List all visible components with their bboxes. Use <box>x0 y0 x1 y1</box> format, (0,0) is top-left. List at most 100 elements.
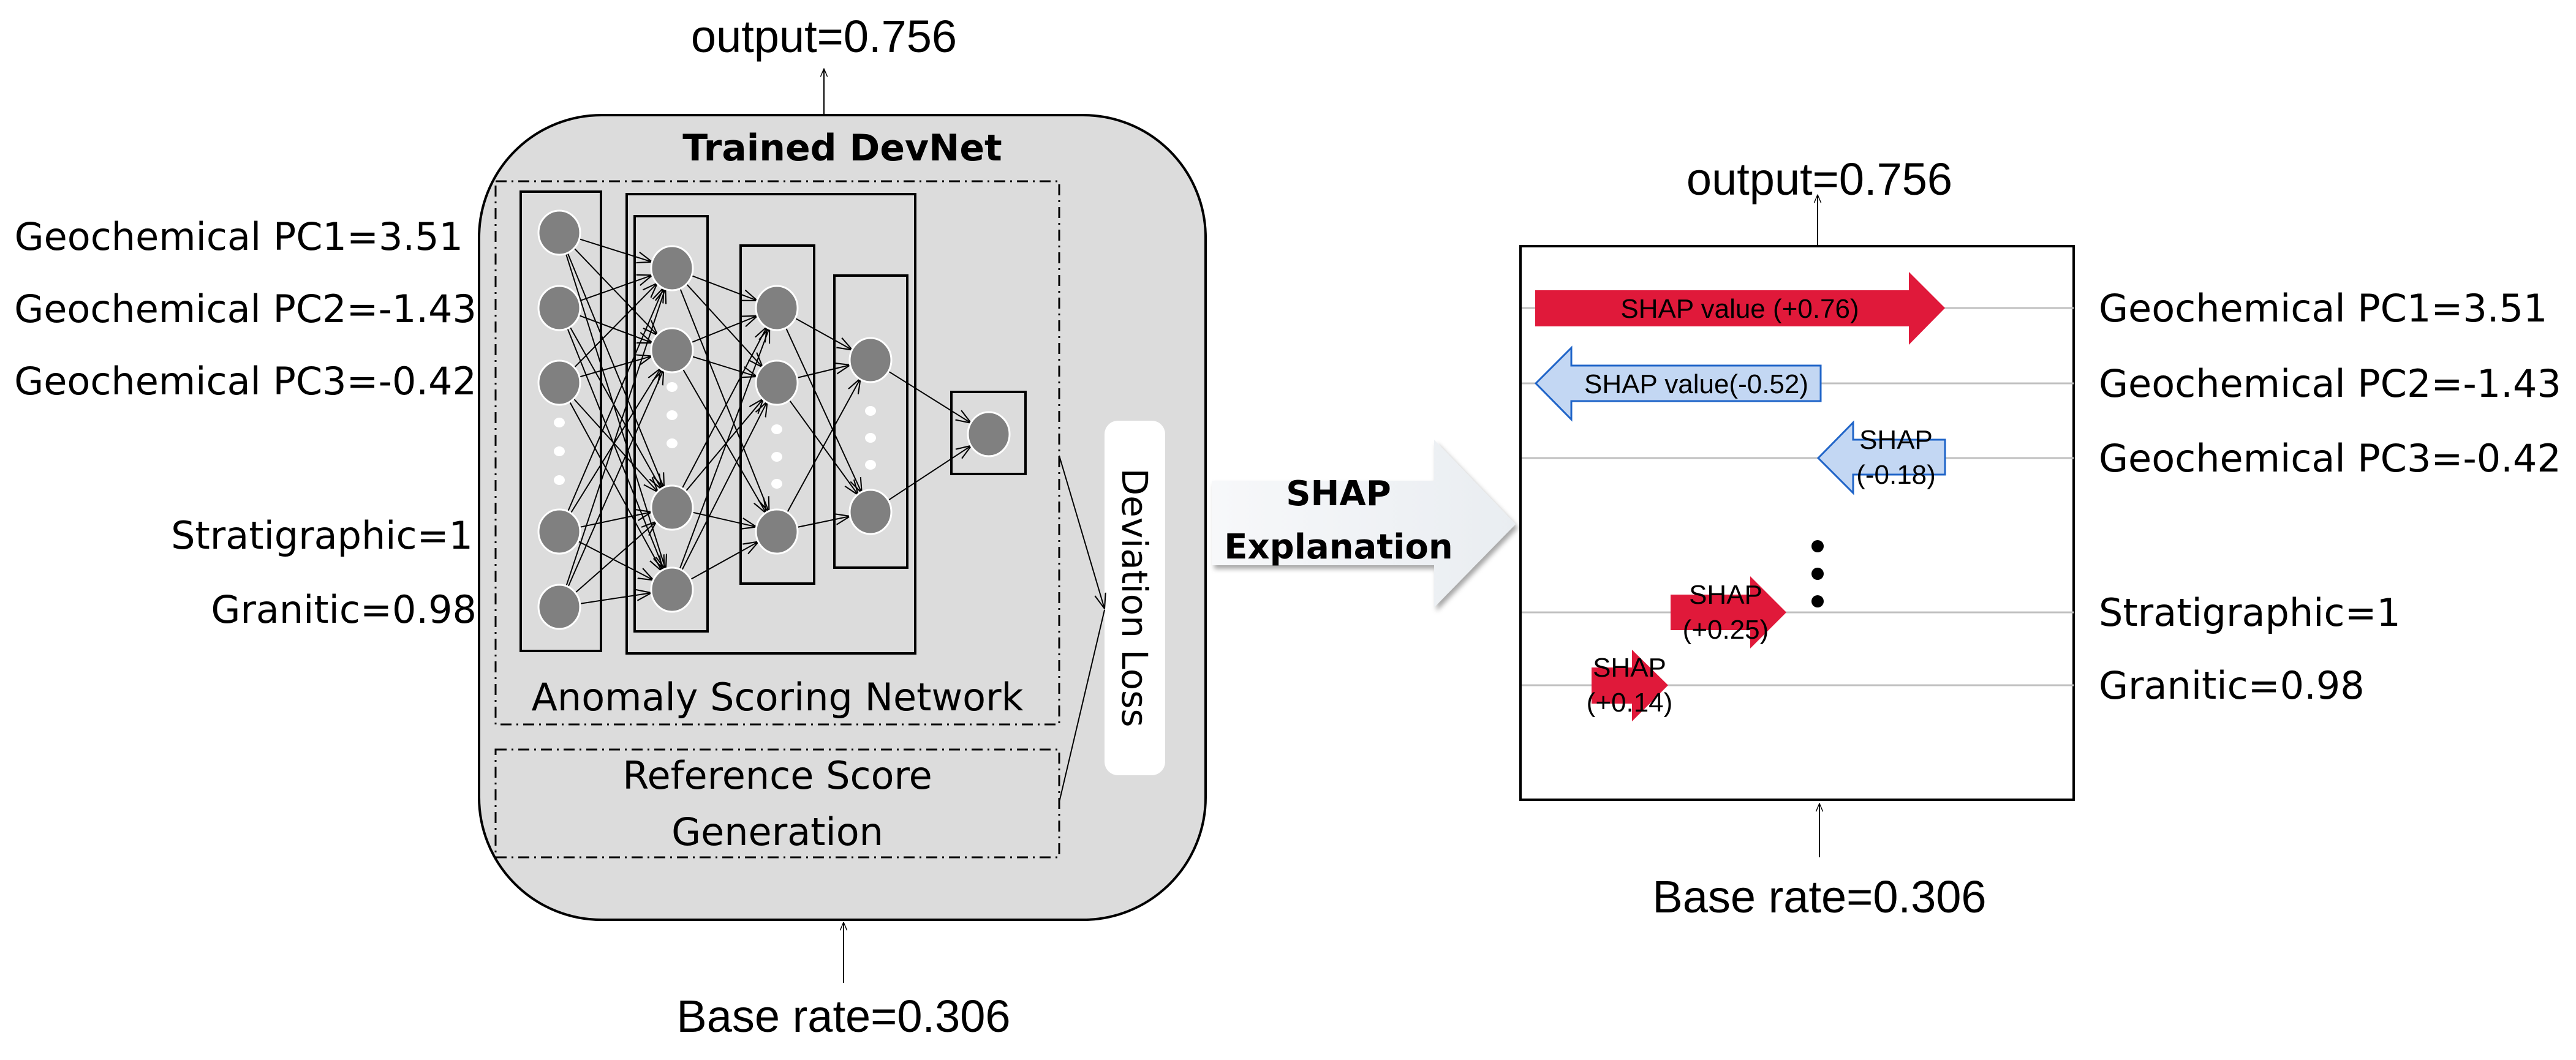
connection-arrow-icon <box>690 542 759 581</box>
network-connections <box>565 238 971 604</box>
feature-label-stratigraphic: Stratigraphic=1 <box>2099 590 2401 635</box>
shap-label-stratigraphic-line1: SHAP <box>1689 580 1762 610</box>
shap-arrow-pc2-negative <box>1534 345 1822 422</box>
anomaly-scoring-network-box <box>494 180 1060 726</box>
shap-arrow-granitic-positive <box>1592 650 1668 721</box>
connection-arrow-icon <box>788 399 858 495</box>
connection-arrow-icon <box>574 521 657 594</box>
connection-arrow-icon <box>579 238 652 262</box>
ellipsis-dot-icon <box>554 475 565 485</box>
input-label-stratigraphic: Stratigraphic=1 <box>171 513 473 558</box>
input-layer-box <box>519 190 602 652</box>
neuron-node-icon <box>650 566 694 613</box>
left-output-label: output=0.756 <box>691 11 957 62</box>
shap-label-stratigraphic-line2: (+0.25) <box>1683 615 1769 645</box>
connection-arrow-icon <box>691 275 757 301</box>
reference-score-generation-box <box>494 748 1060 859</box>
hidden-layer-2-box <box>739 244 815 585</box>
connection-arrow-icon <box>682 367 766 513</box>
connection-arrow-icon <box>565 288 666 588</box>
connection-arrow-icon <box>796 365 850 378</box>
neuron-node-icon <box>755 285 799 331</box>
shap-label-pc3-line2: (-0.18) <box>1856 460 1936 490</box>
connection-arrow-icon <box>678 328 769 571</box>
shap-label-granitic-line2: (+0.14) <box>1587 688 1673 718</box>
ellipsis-dot-icon <box>771 424 782 434</box>
connection-arrow-icon <box>692 511 757 527</box>
connection-arrow-icon <box>681 401 767 572</box>
big-right-arrow-icon <box>1212 440 1516 607</box>
connection-arrow-icon <box>573 283 657 369</box>
neuron-node-icon <box>537 359 581 406</box>
ellipsis-dot-icon <box>865 433 876 443</box>
connection-arrow-icon <box>685 399 763 492</box>
connection-arrow-icon <box>692 356 757 377</box>
shap-label-pc3-line1: SHAP <box>1859 425 1933 455</box>
ellipsis-dot-icon <box>667 410 678 420</box>
connection-arrow-icon <box>567 287 663 513</box>
neuron-node-icon <box>848 489 893 535</box>
devnet-panel: output=0.756 Trained DevNet Anomaly Scor… <box>14 11 1207 1042</box>
ellipsis-dot-icon <box>771 452 782 462</box>
loss-arrow-from-network-icon <box>1059 455 1105 609</box>
neuron-node-icon <box>537 508 581 555</box>
connection-arrow-icon <box>795 317 853 350</box>
connection-arrow-icon <box>570 368 661 514</box>
shap-label-pc1: SHAP value (+0.76) <box>1620 294 1859 324</box>
shap-explanation-line1: SHAP <box>1286 474 1391 514</box>
left-base-rate-label: Base rate=0.306 <box>676 991 1010 1042</box>
ellipsis-dot-icon <box>865 406 876 416</box>
connection-arrow-icon <box>579 356 652 378</box>
connection-arrow-icon <box>785 326 862 493</box>
right-base-rate-label: Base rate=0.306 <box>1652 871 1986 922</box>
feature-label-pc2: Geochemical PC2=-1.43 <box>2099 361 2561 406</box>
right-output-label: output=0.756 <box>1686 154 1952 205</box>
hidden-layer-1-box <box>633 215 709 633</box>
ellipsis-dot-icon <box>1811 568 1824 580</box>
ellipsis-dot-icon <box>1811 540 1824 552</box>
feature-label-pc1: Geochemical PC1=3.51 <box>2099 286 2547 331</box>
devnet-title: Trained DevNet <box>682 127 1002 170</box>
connection-arrow-icon <box>679 287 769 513</box>
ellipsis-dot-icon <box>667 438 678 448</box>
neuron-node-icon <box>537 285 581 331</box>
hidden-layer-3-box <box>833 274 908 569</box>
ellipsis-dot-icon <box>771 479 782 489</box>
neuron-node-icon <box>650 484 694 531</box>
connection-arrow-icon <box>567 369 664 588</box>
connection-arrow-icon <box>568 400 662 571</box>
shap-label-pc2: SHAP value(-0.52) <box>1584 369 1808 399</box>
connection-arrow-icon <box>686 283 763 367</box>
neuron-node-icon <box>755 359 799 406</box>
connection-arrow-icon <box>681 326 767 490</box>
network-nodes <box>537 209 1011 630</box>
feature-label-granitic: Granitic=0.98 <box>2099 663 2365 708</box>
connection-arrow-icon <box>888 370 971 423</box>
connection-arrow-icon <box>577 540 654 581</box>
connection-arrow-icon <box>566 252 664 488</box>
deviation-loss-label: Deviation Loss <box>1114 468 1155 727</box>
connection-arrow-icon <box>580 593 652 604</box>
shap-arrow-pc1-positive <box>1535 272 1945 345</box>
loss-arrow-from-reference-icon <box>1059 609 1105 803</box>
neuron-node-icon <box>537 584 581 630</box>
connection-arrow-icon <box>578 275 652 302</box>
output-layer-box <box>950 391 1027 475</box>
connection-arrow-icon <box>573 397 658 492</box>
reference-score-label-line1: Reference Score <box>622 753 932 798</box>
ellipsis-dot-icon <box>865 460 876 470</box>
input-label-pc3: Geochemical PC3=-0.42 <box>14 359 477 404</box>
input-label-granitic: Granitic=0.98 <box>211 587 477 632</box>
connection-arrow-icon <box>797 516 850 528</box>
connection-arrow-icon <box>580 512 651 528</box>
deviation-loss-box <box>1105 421 1165 775</box>
neuron-node-icon <box>650 245 694 291</box>
neuron-node-icon <box>537 209 581 256</box>
feature-label-pc3: Geochemical PC3=-0.42 <box>2099 436 2561 481</box>
shap-arrow-pc3-negative <box>1816 420 1946 495</box>
reference-score-label-line2: Generation <box>671 810 883 854</box>
neuron-node-icon <box>848 337 893 383</box>
input-label-pc1: Geochemical PC1=3.51 <box>15 214 463 259</box>
anomaly-scoring-network-label: Anomaly Scoring Network <box>532 675 1024 720</box>
connection-arrow-icon <box>786 378 860 514</box>
